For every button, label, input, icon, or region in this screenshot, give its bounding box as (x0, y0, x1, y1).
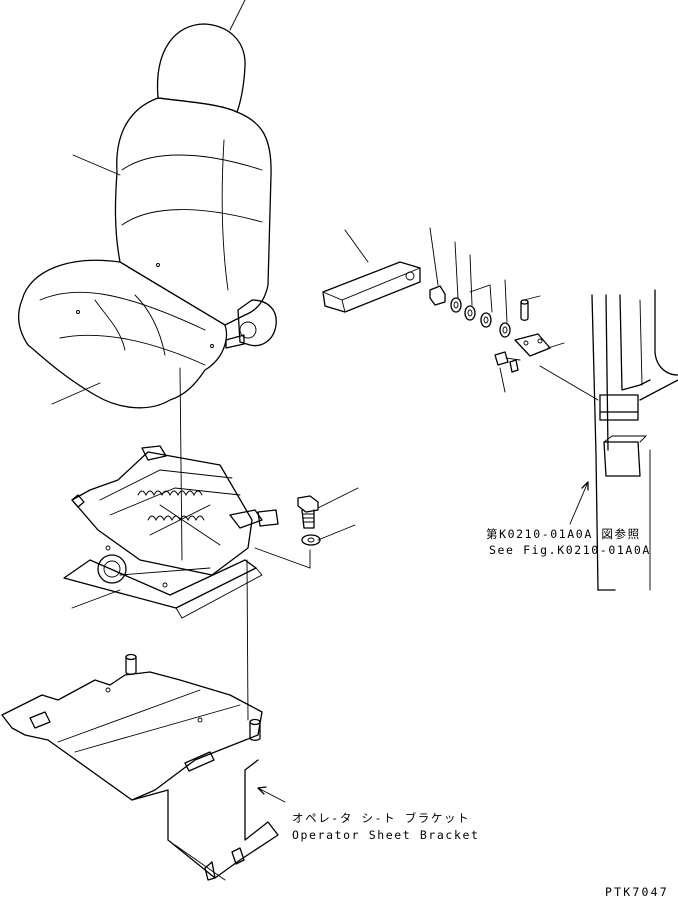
operator-seat-bracket (1, 653, 279, 881)
drawing-code: PTK7047 (605, 885, 669, 899)
seat-suspension (63, 445, 279, 619)
washer (301, 534, 321, 546)
armrest (322, 261, 421, 313)
bracket-label-english: Operator Sheet Bracket (292, 828, 480, 842)
small-parts (429, 285, 551, 373)
reference-note-japanese: 第K0210-01A0A 図参照 (486, 527, 641, 541)
leader-lines (51, 0, 599, 803)
cab-frame (591, 289, 678, 591)
bolt (297, 495, 319, 529)
operator-seat (17, 23, 277, 409)
bracket-label-japanese: オペレ-タ シ-ト ブラケット (292, 811, 471, 825)
reference-note-english: See Fig.K0210-01A0A (489, 543, 651, 557)
